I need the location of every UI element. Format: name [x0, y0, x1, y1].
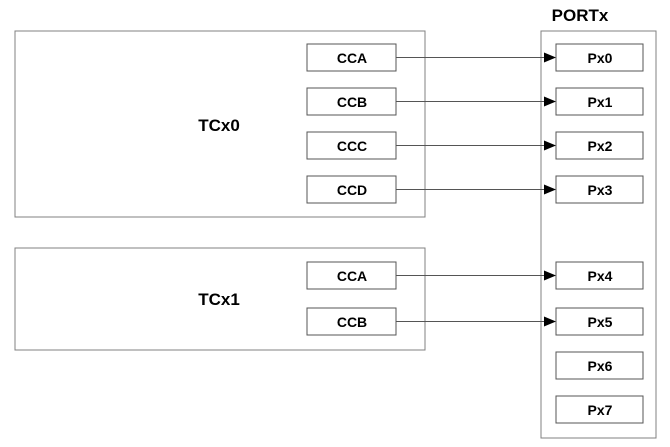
wire-cca-px0 — [396, 52, 556, 63]
wire-tcx1-cca-px4 — [396, 270, 556, 281]
tcx0-channel-label: CCB — [337, 94, 367, 110]
pin-label: Px7 — [588, 402, 613, 418]
pin-px7: Px7 — [555, 395, 644, 424]
tcx0-title: TCx0 — [198, 116, 240, 135]
pin-px4: Px4 — [555, 261, 644, 290]
tcx1-channel-cca: CCA — [306, 261, 397, 290]
pin-px6: Px6 — [555, 351, 644, 380]
pin-px3: Px3 — [555, 175, 644, 204]
arrow-right-icon — [544, 96, 556, 107]
pin-label: Px1 — [588, 94, 613, 110]
tcx0-channel-label: CCA — [337, 50, 367, 66]
tcx1-title: TCx1 — [198, 290, 240, 309]
pin-label: Px6 — [588, 358, 613, 374]
pin-px5: Px5 — [555, 307, 644, 336]
tcx0-channel-label: CCD — [337, 182, 367, 198]
arrow-right-icon — [544, 270, 556, 281]
pin-px2: Px2 — [555, 131, 644, 160]
pin-px0: Px0 — [555, 43, 644, 72]
pin-label: Px3 — [588, 182, 613, 198]
pin-label: Px5 — [588, 314, 613, 330]
pin-label: Px4 — [588, 268, 613, 284]
tcx1-channel-label: CCA — [337, 268, 367, 284]
wire-ccc-px2 — [396, 140, 556, 151]
tcx0-channel-ccc: CCC — [306, 131, 397, 160]
wire-ccd-px3 — [396, 184, 556, 195]
portx-title: PORTx — [552, 6, 609, 25]
tcx0-channel-label: CCC — [337, 138, 367, 154]
tcx0-channel-cca: CCA — [306, 43, 397, 72]
wire-tcx1-ccb-px5 — [396, 316, 556, 327]
arrow-right-icon — [544, 184, 556, 195]
arrow-right-icon — [544, 140, 556, 151]
pin-label: Px0 — [588, 50, 613, 66]
arrow-right-icon — [544, 316, 556, 327]
tcx0-channel-ccb: CCB — [306, 87, 397, 116]
wire-ccb-px1 — [396, 96, 556, 107]
pin-label: Px2 — [588, 138, 613, 154]
tcx0-channel-ccd: CCD — [306, 175, 397, 204]
tcx1-channel-label: CCB — [337, 314, 367, 330]
arrow-right-icon — [544, 52, 556, 63]
tcx1-channel-ccb: CCB — [306, 307, 397, 336]
pin-px1: Px1 — [555, 87, 644, 116]
